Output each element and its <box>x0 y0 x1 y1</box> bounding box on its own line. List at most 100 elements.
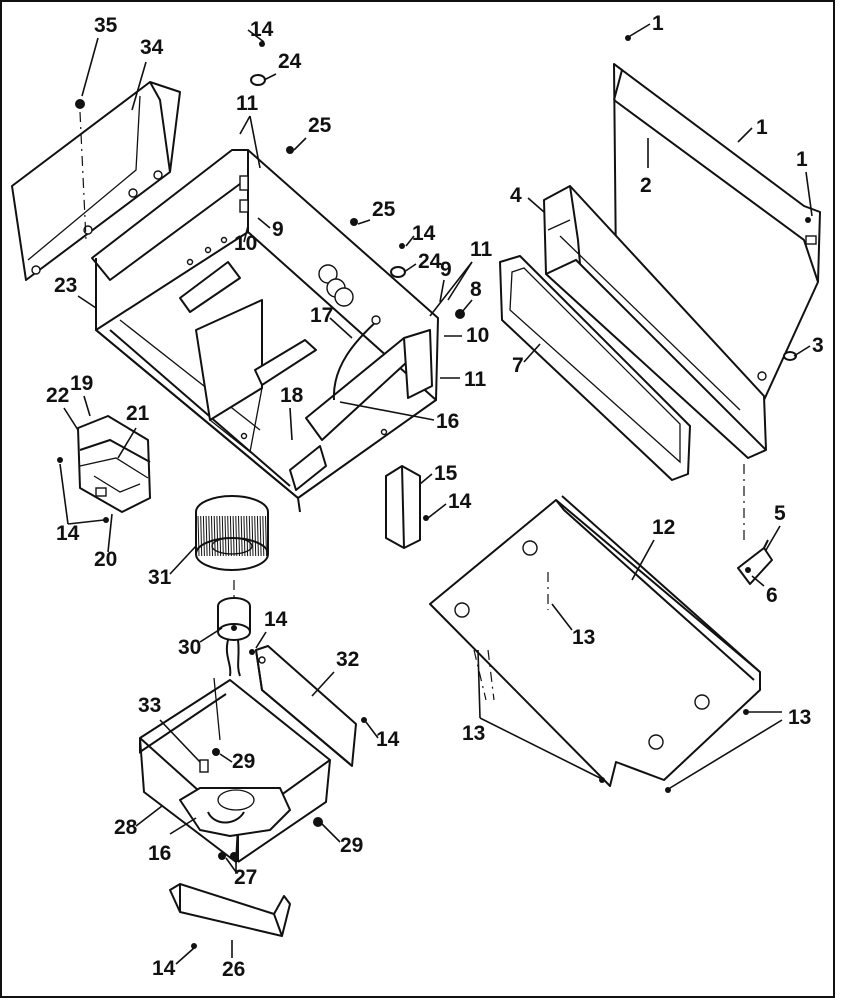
leader-line <box>59 463 69 525</box>
leader-line <box>263 73 277 81</box>
callout-26: 26 <box>222 958 245 981</box>
leader-line <box>249 115 261 169</box>
callout-10: 10 <box>234 232 257 255</box>
callout-15: 15 <box>434 462 458 485</box>
leader-line <box>239 115 251 135</box>
callout-20: 20 <box>94 548 117 571</box>
leader-line <box>805 171 813 217</box>
leader-line <box>405 235 415 247</box>
callout-32: 32 <box>336 648 359 671</box>
callout-11: 11 <box>464 368 487 391</box>
callout-34: 34 <box>140 36 164 59</box>
back-plate <box>11 81 181 281</box>
leader-line <box>429 261 473 317</box>
leader-line <box>169 545 197 575</box>
leader-line <box>289 407 293 441</box>
leader-line <box>225 857 237 873</box>
callout-28: 28 <box>114 816 138 839</box>
callout-22: 22 <box>46 384 69 407</box>
callout-29: 29 <box>340 834 363 857</box>
callout-21: 21 <box>126 402 150 425</box>
callout-24: 24 <box>278 50 302 73</box>
blower-wheel <box>195 495 269 571</box>
leader-line <box>523 343 541 363</box>
leader-line <box>107 513 113 553</box>
leader-line <box>765 525 781 551</box>
callout-5: 5 <box>774 502 786 525</box>
callout-23: 23 <box>54 274 77 297</box>
leader-line <box>427 503 447 519</box>
callout-4: 4 <box>510 184 522 207</box>
filter <box>499 255 691 481</box>
leader-line <box>737 127 753 143</box>
leader-line <box>257 217 271 229</box>
callout-3: 3 <box>812 334 824 357</box>
leader-line <box>169 817 197 835</box>
callout-9: 9 <box>440 258 452 281</box>
callout-9: 9 <box>272 218 284 241</box>
motor <box>217 580 251 677</box>
leader-line <box>669 719 783 789</box>
leader-line <box>117 427 137 459</box>
callout-13: 13 <box>788 706 811 729</box>
callout-8: 8 <box>470 278 482 301</box>
leader-line <box>159 719 201 763</box>
leader-line <box>631 539 655 581</box>
callout-29: 29 <box>232 750 255 773</box>
leader-line <box>135 805 163 827</box>
callout-16: 16 <box>148 842 171 865</box>
leader-line <box>479 717 601 779</box>
callout-16: 16 <box>436 410 459 433</box>
callout-7: 7 <box>512 354 524 377</box>
callout-12: 12 <box>652 516 675 539</box>
leader-line <box>403 263 417 273</box>
clip <box>783 351 797 361</box>
side-plate <box>255 645 357 767</box>
leader-line <box>439 279 445 303</box>
leader-line <box>527 197 545 213</box>
leader-line <box>81 37 99 97</box>
callout-13: 13 <box>572 626 595 649</box>
callout-25: 25 <box>308 114 332 137</box>
leader-line <box>339 401 435 421</box>
leader-line <box>629 23 651 37</box>
leader-line <box>247 29 265 43</box>
callout-14: 14 <box>448 490 472 513</box>
hinge-bracket <box>737 464 773 585</box>
callout-14: 14 <box>152 957 176 980</box>
callout-27: 27 <box>234 866 257 889</box>
top-cover <box>613 63 821 401</box>
callout-1: 1 <box>796 148 808 171</box>
leader-line <box>321 823 341 843</box>
leader-line <box>477 649 481 719</box>
callout-14: 14 <box>264 608 288 631</box>
callout-13: 13 <box>462 722 485 745</box>
callout-19: 19 <box>70 372 93 395</box>
leader-line <box>329 317 353 339</box>
leader-line <box>199 627 223 643</box>
leader-line <box>365 721 379 739</box>
callout-35: 35 <box>94 14 118 37</box>
leader-line <box>419 473 433 485</box>
leader-line <box>551 603 573 631</box>
leader-line <box>131 61 147 111</box>
callout-10: 10 <box>466 324 489 347</box>
leader-line <box>175 947 195 965</box>
callout-2: 2 <box>640 174 652 197</box>
callout-14: 14 <box>250 18 274 41</box>
callout-14: 14 <box>56 522 80 545</box>
leader-line <box>67 519 105 525</box>
leader-line <box>461 299 473 313</box>
leader-line <box>357 219 371 225</box>
motor-mount-box <box>139 677 331 864</box>
leader-line <box>293 137 307 151</box>
callout-33: 33 <box>138 694 161 717</box>
damper-bracket <box>77 415 151 513</box>
callout-14: 14 <box>412 222 436 245</box>
corner-bracket <box>385 465 421 549</box>
leader-line <box>63 407 79 431</box>
callout-31: 31 <box>148 566 172 589</box>
callout-labels: 1112345678991010111111121313131414141414… <box>46 12 824 981</box>
